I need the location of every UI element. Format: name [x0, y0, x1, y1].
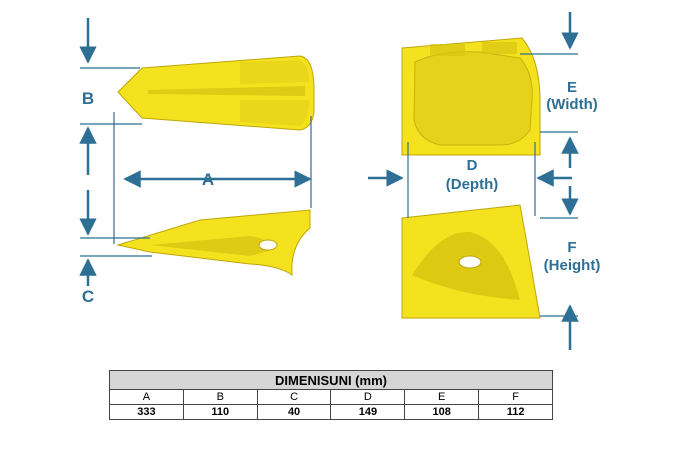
- dimension-diagram: B C A E (Width) D (Depth) F (Height): [79, 12, 601, 350]
- table-values-row: 333 110 40 149 108 112: [109, 404, 553, 420]
- label-b: B: [82, 89, 94, 108]
- label-a: A: [202, 170, 214, 189]
- dimension-lines-right: [368, 12, 579, 350]
- label-f-letter: F: [567, 239, 576, 256]
- tooth-side-view: [117, 55, 315, 131]
- label-c: C: [82, 287, 94, 306]
- header-cell: C: [256, 389, 332, 405]
- header-cell: F: [478, 389, 553, 405]
- value-cell: 149: [330, 404, 406, 420]
- tooth-rear-view: [401, 37, 541, 156]
- extension-lines-left: [80, 67, 312, 257]
- table-title: DIMENISUNI (mm): [109, 370, 553, 390]
- extension-lines-right: [407, 53, 578, 317]
- value-cell: 112: [478, 404, 553, 420]
- dimension-lines-left: [79, 18, 312, 286]
- header-cell: A: [109, 389, 184, 405]
- table-title-row: DIMENISUNI (mm): [109, 370, 553, 390]
- header-cell: D: [330, 389, 406, 405]
- label-d-word: (Depth): [446, 176, 499, 193]
- label-f-word: (Height): [544, 257, 601, 274]
- header-cell: E: [404, 389, 480, 405]
- label-d-letter: D: [467, 157, 478, 174]
- header-cell: B: [182, 389, 258, 405]
- value-cell: 333: [109, 404, 184, 420]
- tooth-top-view: [116, 209, 311, 277]
- table-header-row: A B C D E F: [109, 389, 553, 405]
- dimensions-table: DIMENISUNI (mm) A B C D E F 333 110 40 1…: [109, 370, 553, 420]
- value-cell: 40: [256, 404, 332, 420]
- tooth-front-view: [401, 204, 541, 319]
- value-cell: 108: [404, 404, 480, 420]
- label-e-word: (Width): [546, 96, 598, 113]
- label-e-letter: E: [567, 79, 577, 96]
- value-cell: 110: [182, 404, 258, 420]
